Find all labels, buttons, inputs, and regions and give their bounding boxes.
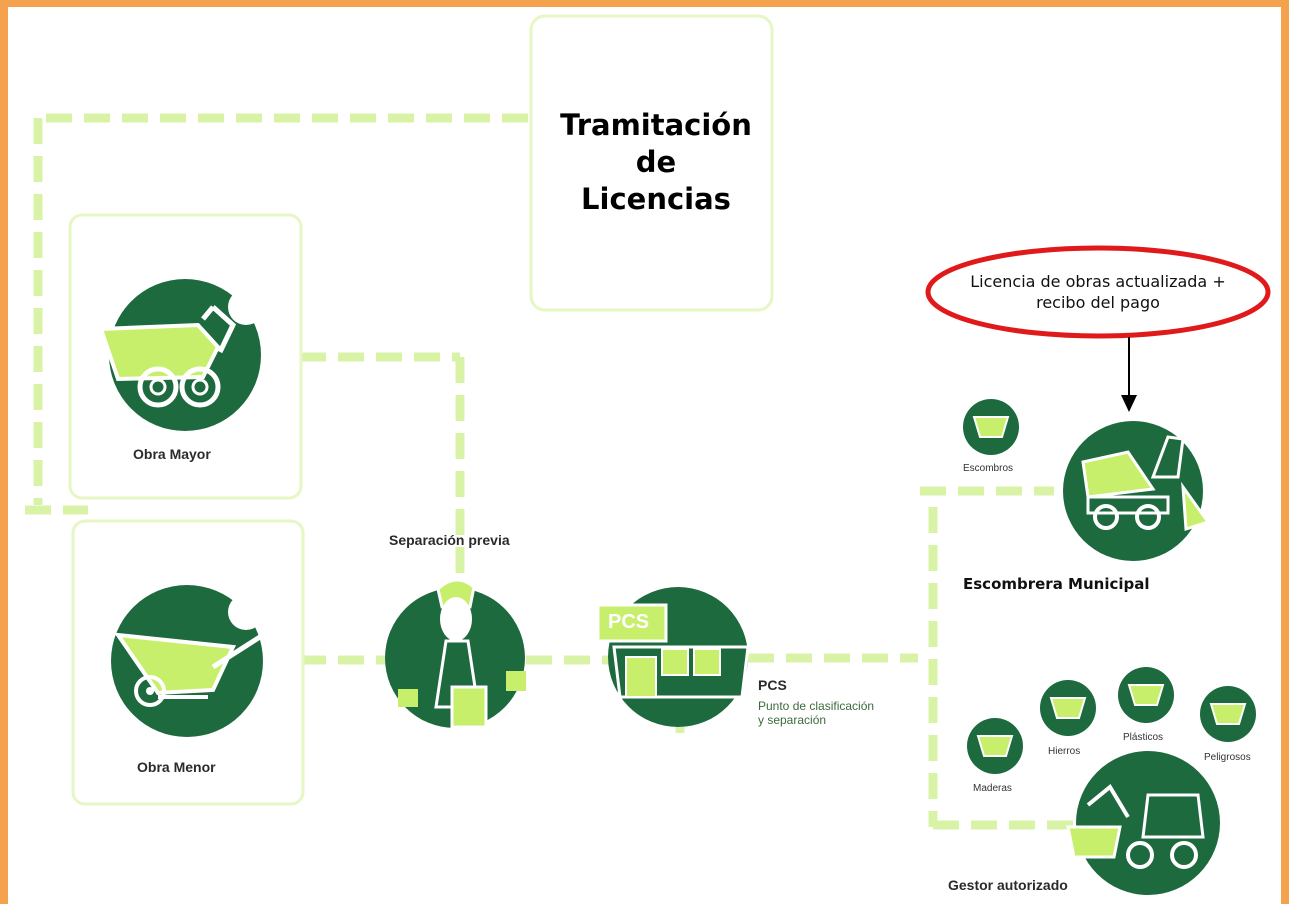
pcs-title: PCS	[758, 677, 787, 693]
escombrera-icon	[1063, 421, 1211, 561]
container-maderas-icon	[967, 718, 1023, 774]
tramitacion-box	[529, 14, 774, 312]
pcs-subtitle: Punto de clasificación y separación	[758, 699, 874, 727]
callout-arrowhead	[1121, 395, 1137, 412]
tramitacion-line2: de	[635, 145, 677, 179]
container-hierros-icon	[1040, 680, 1096, 736]
pcs-icon	[596, 587, 750, 727]
tramitacion-line1: Tramitación	[560, 108, 752, 142]
callout-ellipse	[925, 245, 1271, 339]
pcs-subtitle-line2: y separación	[758, 713, 827, 727]
obra-menor-icon	[111, 585, 265, 737]
callout-line1: Licencia de obras actualizada +	[970, 272, 1226, 291]
escombros-label: Escombros	[963, 463, 1014, 474]
gestor-icon	[1066, 751, 1220, 895]
callout-line2: recibo del pago	[1036, 293, 1160, 312]
flow-diagram	[25, 14, 1271, 895]
separacion-label: Separación previa	[389, 532, 510, 548]
obra-mayor-icon	[98, 279, 264, 431]
hierros-label: Hierros	[1048, 746, 1081, 757]
peligrosos-label: Peligrosos	[1204, 752, 1251, 763]
tramitacion-line3: Licencias	[581, 182, 731, 216]
tramitacion-title: Tramitación de Licencias	[531, 107, 781, 218]
container-peligrosos-icon	[1200, 686, 1256, 742]
pcs-sign-text: PCS	[608, 611, 650, 633]
separacion-icon	[385, 578, 526, 729]
container-plasticos-icon	[1118, 667, 1174, 723]
obra-menor-label: Obra Menor	[137, 759, 216, 775]
callout-text: Licencia de obras actualizada + recibo d…	[924, 271, 1272, 313]
container-escombros-icon	[963, 399, 1019, 455]
obra-mayor-label: Obra Mayor	[133, 446, 211, 462]
diagram-canvas: Tramitación de Licencias Licencia de obr…	[8, 7, 1281, 904]
escombrera-label: Escombrera Municipal	[963, 575, 1150, 593]
connector-lines	[25, 113, 1078, 830]
maderas-label: Maderas	[973, 783, 1012, 794]
plasticos-label: Plásticos	[1123, 732, 1164, 743]
pcs-subtitle-line1: Punto de clasificación	[758, 699, 875, 713]
gestor-label: Gestor autorizado	[948, 877, 1068, 893]
